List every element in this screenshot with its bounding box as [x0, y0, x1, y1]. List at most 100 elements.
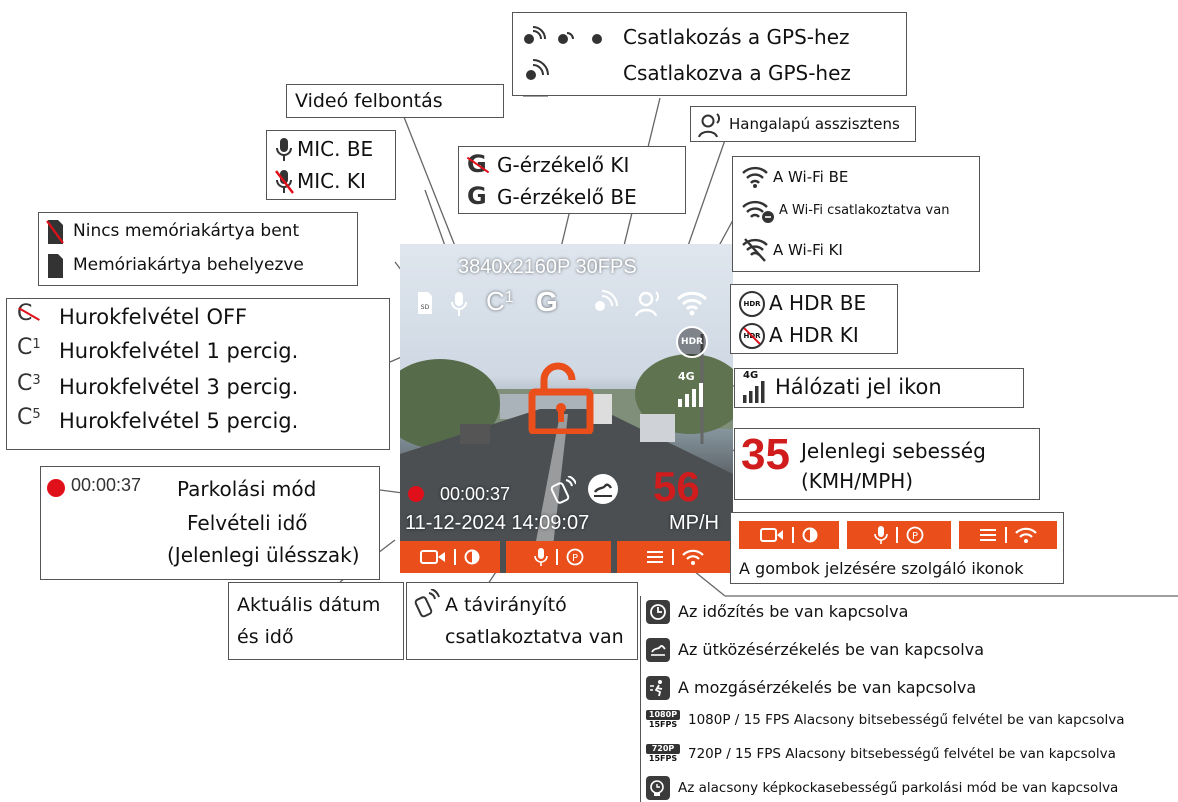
parking-label-3: (Jelenlegi ülésszak) [167, 543, 360, 567]
lock-open-icon [528, 362, 594, 434]
current-speed-label-2: (KMH/MPH) [801, 469, 914, 493]
legend-row-motion: A mozgásérzékelés be van kapcsolva [646, 676, 976, 700]
legend-label: 720P / 15 FPS Alacsony bitsebességű felv… [688, 746, 1116, 762]
parking-label-1: Parkolási mód [177, 477, 317, 501]
network-signal-label: Hálózati jel ikon [775, 375, 942, 399]
network-signal-icon: 4G [743, 371, 767, 403]
mic-on-icon [451, 292, 467, 316]
g-sensor-icon: G [536, 286, 558, 317]
speed-readout: 56 [653, 463, 700, 510]
gsensor-on-icon: G [467, 182, 487, 210]
legend-row-collision: Az ütközésérzékelés be van kapcsolva [646, 638, 984, 662]
datetime-readout: 11-12-2024 14:09:07 [405, 512, 590, 534]
mic-parking-button[interactable]: P [506, 541, 611, 573]
legend-label: Az alacsony képkockasebességű parkolási … [678, 780, 1119, 796]
legend-row-720p: 720P 15FPS 720P / 15 FPS Alacsony bitseb… [646, 744, 1116, 764]
menu-wifi-button[interactable] [617, 541, 733, 573]
remote-label-1: A távirányító [445, 594, 567, 616]
legend-row-1080p: 1080P 15FPS 1080P / 15 FPS Alacsony bits… [646, 710, 1124, 730]
button-icons-label: A gombok jelzésére szolgáló ikonok [739, 559, 1024, 578]
hdr-callout: HDR A HDR BE HDR A HDR KI [730, 284, 898, 354]
network-signal-icon: 4G [678, 370, 704, 407]
status-icon-legend [640, 596, 1178, 802]
voice-assistant-icon [698, 113, 720, 138]
collision-icon [646, 638, 670, 662]
button-icons-callout: P A gombok jelzésére szolgáló ikonok [730, 512, 1064, 584]
svg-text:P: P [912, 531, 918, 542]
memory-card-callout: Nincs memóriakártya bent Memóriakártya b… [38, 212, 358, 286]
loop-recording-callout: C Hurokfelvétel OFF C1 Hurokfelvétel 1 p… [6, 298, 390, 450]
collision-detection-icon [588, 474, 618, 504]
mic-off-icon [275, 170, 294, 194]
recording-dot-icon [408, 486, 424, 502]
voice-assistant-callout: Hangalapú asszisztens [690, 106, 916, 142]
wifi-callout: A Wi-Fi BE A Wi-Fi csatlakoztatva van A … [732, 156, 980, 272]
motion-icon [646, 676, 670, 700]
sd-card-icon: SD [418, 292, 432, 314]
mic-on-icon [276, 138, 292, 161]
sd-card-icon [48, 254, 63, 278]
loop-5-label: Hurokfelvétel 5 percig. [59, 409, 299, 433]
network-signal-callout: 4G Hálózati jel ikon [734, 368, 1024, 408]
gps-connecting-label: Csatlakozás a GPS-hez [623, 25, 850, 49]
record-mode-button[interactable] [400, 541, 500, 573]
gps-connected-icon [526, 59, 549, 80]
wifi-connected-label: A Wi-Fi csatlakoztatva van [779, 203, 950, 218]
resolution-readout: 3840x2160P 30FPS [458, 256, 637, 278]
speed-unit: MP/H [669, 512, 719, 534]
legend-row-timer: Az időzítés be van kapcsolva [646, 600, 908, 624]
callout-menu-wifi-button [959, 521, 1057, 549]
wifi-icon [682, 549, 704, 565]
voice-assistant-label: Hangalapú asszisztens [729, 115, 900, 133]
720p-15fps-icon: 720P 15FPS [646, 744, 680, 764]
callout-mic-parking-button: P [847, 521, 951, 549]
legend-label: Az időzítés be van kapcsolva [678, 602, 909, 621]
wifi-on-icon [742, 166, 768, 188]
parking-time-callout: 00:00:37 Parkolási mód Felvételi idő (Je… [40, 466, 380, 580]
datetime-callout: Aktuális dátum és idő [228, 582, 404, 660]
video-resolution-callout: Videó felbontás [286, 84, 504, 118]
mic-on-label: MIC. BE [297, 137, 374, 161]
legend-label: Az ütközésérzékelés be van kapcsolva [678, 640, 984, 659]
mic-callout: MIC. BE MIC. KI [266, 130, 396, 200]
clock-icon [646, 600, 670, 624]
voice-assistant-icon [634, 291, 659, 317]
loop-1-icon: C1 [17, 335, 41, 360]
low-fps-parking-icon [646, 776, 670, 800]
wifi-on-icon [676, 291, 708, 316]
video-resolution-label: Videó felbontás [295, 90, 443, 112]
current-speed-callout: 35 Jelenlegi sebesség (KMH/MPH) [734, 428, 1040, 500]
recording-time: 00:00:37 [440, 484, 511, 504]
1080p-15fps-icon: 1080P 15FPS [646, 710, 680, 730]
datetime-label-2: és idő [237, 626, 294, 648]
gsensor-off-label: G-érzékelő KI [497, 153, 630, 177]
parking-icon: P [566, 548, 583, 566]
current-speed-value: 35 [741, 430, 790, 479]
gps-connecting-icons [519, 25, 615, 49]
loop-off-icon: C [17, 301, 40, 326]
parking-label-2: Felvételi idő [187, 511, 308, 535]
gps-callout: Csatlakozás a GPS-hez Csatlakozva a GPS-… [512, 12, 907, 96]
legend-row-low-fps-parking: Az alacsony képkockasebességű parkolási … [646, 776, 1118, 800]
gps-connected-label: Csatlakozva a GPS-hez [623, 61, 851, 85]
legend-label: 1080P / 15 FPS Alacsony bitsebességű fel… [688, 712, 1125, 728]
dashcam-screen: 3840x2160P 30FPS SD C1 G HDR 4G 00:00:37… [400, 244, 733, 573]
loop-3-icon: C3 [17, 371, 41, 396]
callout-record-button [739, 521, 839, 549]
legend-label: A mozgásérzékelés be van kapcsolva [678, 678, 977, 697]
parking-time-value: 00:00:37 [71, 475, 142, 495]
contrast-icon [464, 549, 480, 565]
video-camera-icon [420, 550, 445, 564]
current-speed-label-1: Jelenlegi sebesség [801, 439, 986, 463]
loop-1-label: Hurokfelvétel 1 percig. [59, 339, 299, 363]
gsensor-callout: G G-érzékelő KI G G-érzékelő BE [458, 146, 686, 214]
svg-text:SD: SD [421, 304, 430, 311]
gsensor-off-icon: G [466, 150, 490, 178]
wifi-connected-icon [742, 200, 774, 223]
remote-callout: A távirányító csatlakoztatva van [406, 582, 638, 660]
no-card-icon [46, 220, 64, 244]
wifi-on-label: A Wi-Fi BE [773, 168, 849, 186]
hdr-on-icon: HDR [676, 326, 708, 358]
hdr-on-icon: HDR [739, 291, 765, 317]
menu-icon [647, 551, 663, 563]
